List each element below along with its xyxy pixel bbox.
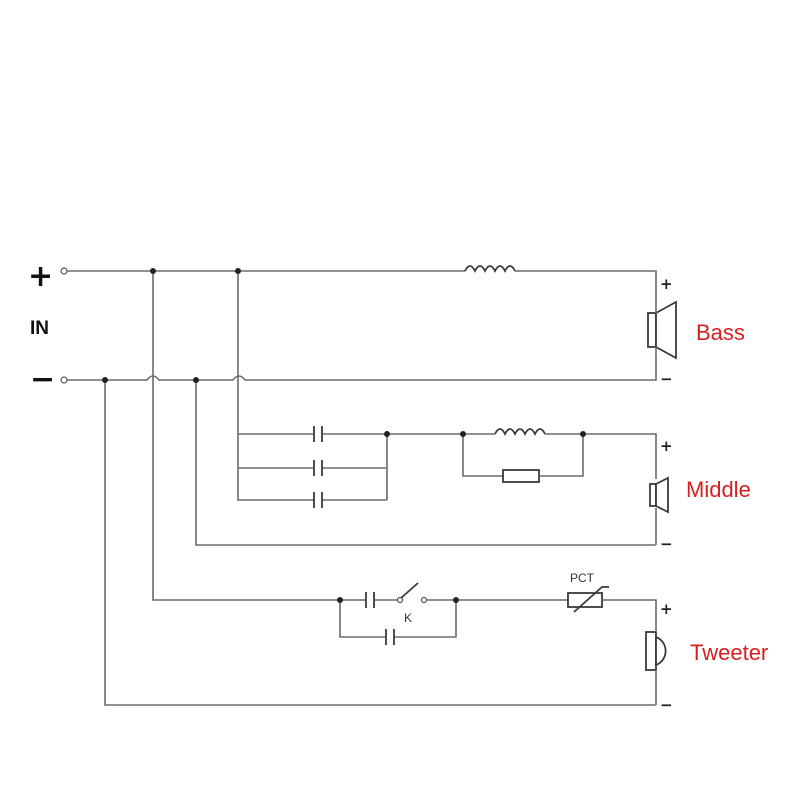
middle-plus-sign: + <box>660 437 673 455</box>
tweeter-return-wire <box>104 380 656 706</box>
input-minus-sign: − <box>30 362 55 397</box>
bass-inductor-icon <box>464 265 516 274</box>
input-minus-terminal <box>60 376 68 384</box>
bass-plus-sign: + <box>660 275 673 293</box>
switch-k-label: K <box>404 611 412 625</box>
bass-branch <box>67 265 657 381</box>
middle-capacitor-1-icon <box>313 426 323 442</box>
tweeter-minus-sign: − <box>660 696 673 714</box>
tweeter-capacitor-2-icon <box>385 629 395 645</box>
switch-k-icon <box>400 582 419 599</box>
middle-resistor-icon <box>502 469 540 483</box>
bass-minus-sign: − <box>660 370 673 388</box>
tweeter-capacitor-1-icon <box>365 592 375 608</box>
tweeter-speaker-icon <box>645 630 667 672</box>
tweeter-label: Tweeter <box>690 640 768 665</box>
tweeter-branch <box>339 582 657 705</box>
middle-label: Middle <box>686 477 751 502</box>
bass-speaker-icon <box>647 300 677 360</box>
middle-capacitor-3-icon <box>313 492 323 508</box>
middle-speaker-icon <box>649 476 669 514</box>
middle-minus-sign: − <box>660 535 673 553</box>
pct-thermistor-icon <box>567 592 603 608</box>
input-label: IN <box>30 318 49 339</box>
bass-label: Bass <box>696 320 745 345</box>
tweeter-plus-sign: + <box>660 600 673 618</box>
middle-capacitor-2-icon <box>313 460 323 476</box>
middle-inductor-icon <box>494 428 546 437</box>
middle-return-wire <box>195 380 656 546</box>
middle-branch <box>238 426 657 545</box>
middle-feed-wire <box>237 271 315 501</box>
pct-label: PCT <box>570 571 595 585</box>
input-plus-sign: + <box>28 259 53 294</box>
input-plus-terminal <box>60 267 68 275</box>
tweeter-feed-wire <box>152 271 340 601</box>
